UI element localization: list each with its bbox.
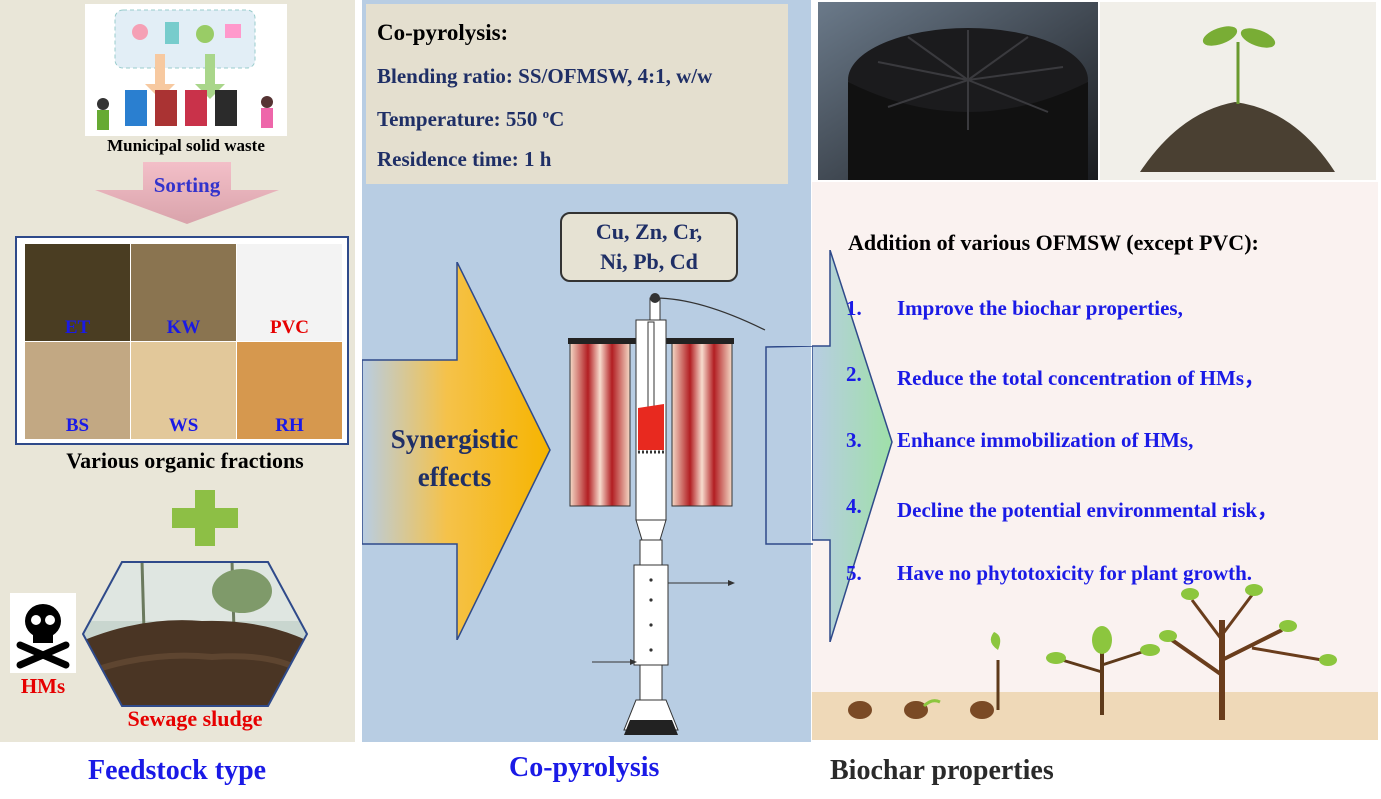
green-arrow-icon xyxy=(812,250,893,642)
sorting-label: Sorting xyxy=(153,173,221,197)
organic-fractions-grid: ET KW PVC BS WS RH xyxy=(15,236,349,445)
biochar-properties-label: Biochar properties xyxy=(830,755,1054,786)
fraction-pvc: PVC xyxy=(237,244,342,341)
blending-ratio: Blending ratio: SS/OFMSW, 4:1, w/w xyxy=(377,64,713,88)
sewage-sludge-image xyxy=(82,561,308,707)
prop-number: 2. xyxy=(846,362,862,386)
prop-text: Decline the potential environmental risk… xyxy=(897,498,1279,522)
prop-number: 4. xyxy=(846,494,862,518)
fraction-bs: BS xyxy=(25,342,130,439)
params-title: Co-pyrolysis: xyxy=(377,20,509,45)
fraction-rh: RH xyxy=(237,342,342,439)
feedstock-type-label: Feedstock type xyxy=(88,755,267,786)
skull-crossbones-icon xyxy=(10,593,76,673)
prop-number: 5. xyxy=(846,561,862,585)
plant-growth-illustration xyxy=(812,584,1378,740)
copyrolysis-label: Co-pyrolysis xyxy=(509,752,660,783)
fraction-ws: WS xyxy=(131,342,236,439)
parameters-box xyxy=(366,4,788,184)
hms-label: HMs xyxy=(20,674,66,698)
prop-text: Have no phytotoxicity for plant growth. xyxy=(897,561,1253,585)
sorting-arrow-icon xyxy=(95,162,279,224)
synergy-arrow-icon xyxy=(362,262,551,640)
temperature: Temperature: 550 oC xyxy=(377,106,565,131)
plus-icon xyxy=(172,490,238,546)
seedling-soil-photo xyxy=(1100,2,1376,180)
charcoal-photo xyxy=(818,2,1098,180)
prop-number: 3. xyxy=(846,428,862,452)
prop-text: Reduce the total concentration of HMs， xyxy=(897,366,1266,390)
prop-number: 1. xyxy=(846,296,862,320)
heavy-metals-box: Cu, Zn, Cr, Ni, Pb, Cd xyxy=(560,212,738,282)
arrow-tail-outline xyxy=(765,346,814,545)
biochar-props-title: Addition of various OFMSW (except PVC): xyxy=(848,230,1259,255)
pyrolysis-reactor-diagram xyxy=(568,293,766,735)
fractions-label: Various organic fractions xyxy=(66,448,304,473)
residence-time: Residence time: 1 h xyxy=(377,147,552,171)
waste-bins-illustration xyxy=(85,4,287,136)
fraction-kw: KW xyxy=(131,244,236,341)
fraction-et: ET xyxy=(25,244,130,341)
prop-text: Improve the biochar properties, xyxy=(897,296,1183,320)
sludge-label: Sewage sludge xyxy=(127,706,263,731)
msw-label: Municipal solid waste xyxy=(107,136,265,155)
prop-text: Enhance immobilization of HMs, xyxy=(897,428,1194,452)
